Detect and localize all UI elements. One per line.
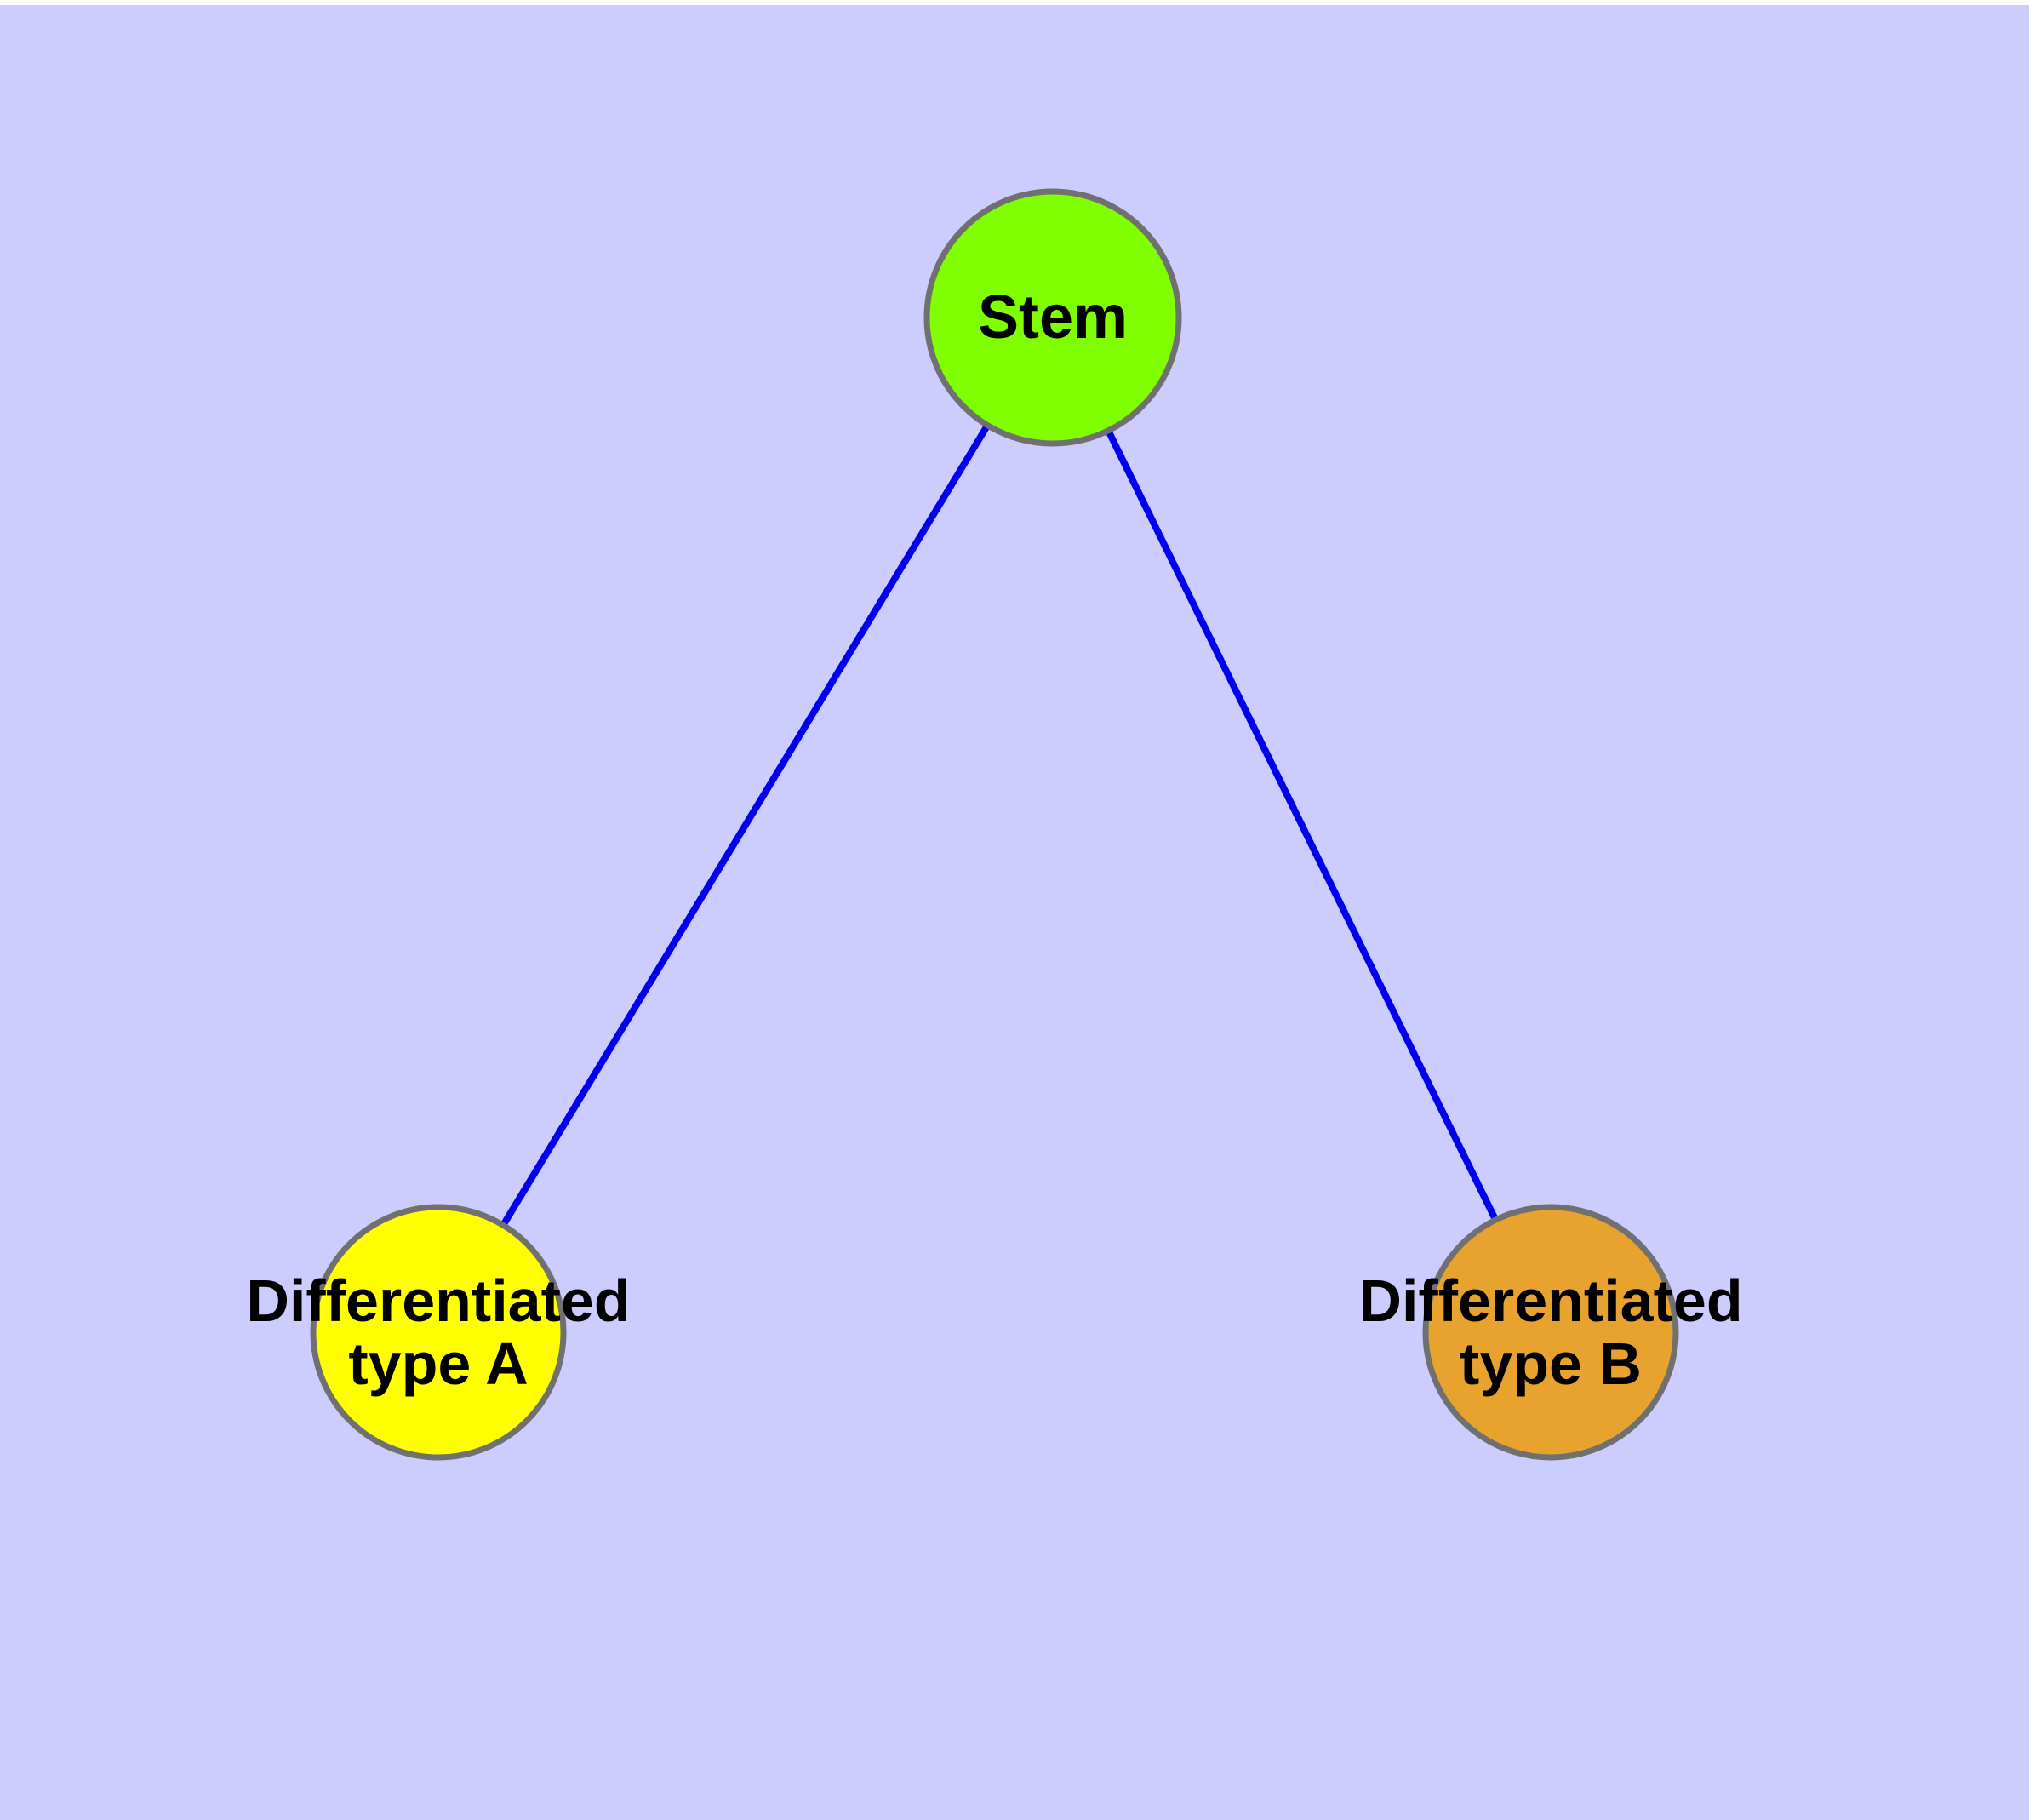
node-layer [310,188,1679,1461]
graph-node-diff_b[interactable] [1422,1204,1679,1461]
graph-edge [500,424,990,1227]
graph-node-diff_a[interactable] [310,1204,567,1461]
edge-layer [500,424,1499,1227]
graph-edge [1106,430,1499,1221]
graph-node-stem[interactable] [923,188,1182,447]
canvas-top-strip [0,0,2029,5]
